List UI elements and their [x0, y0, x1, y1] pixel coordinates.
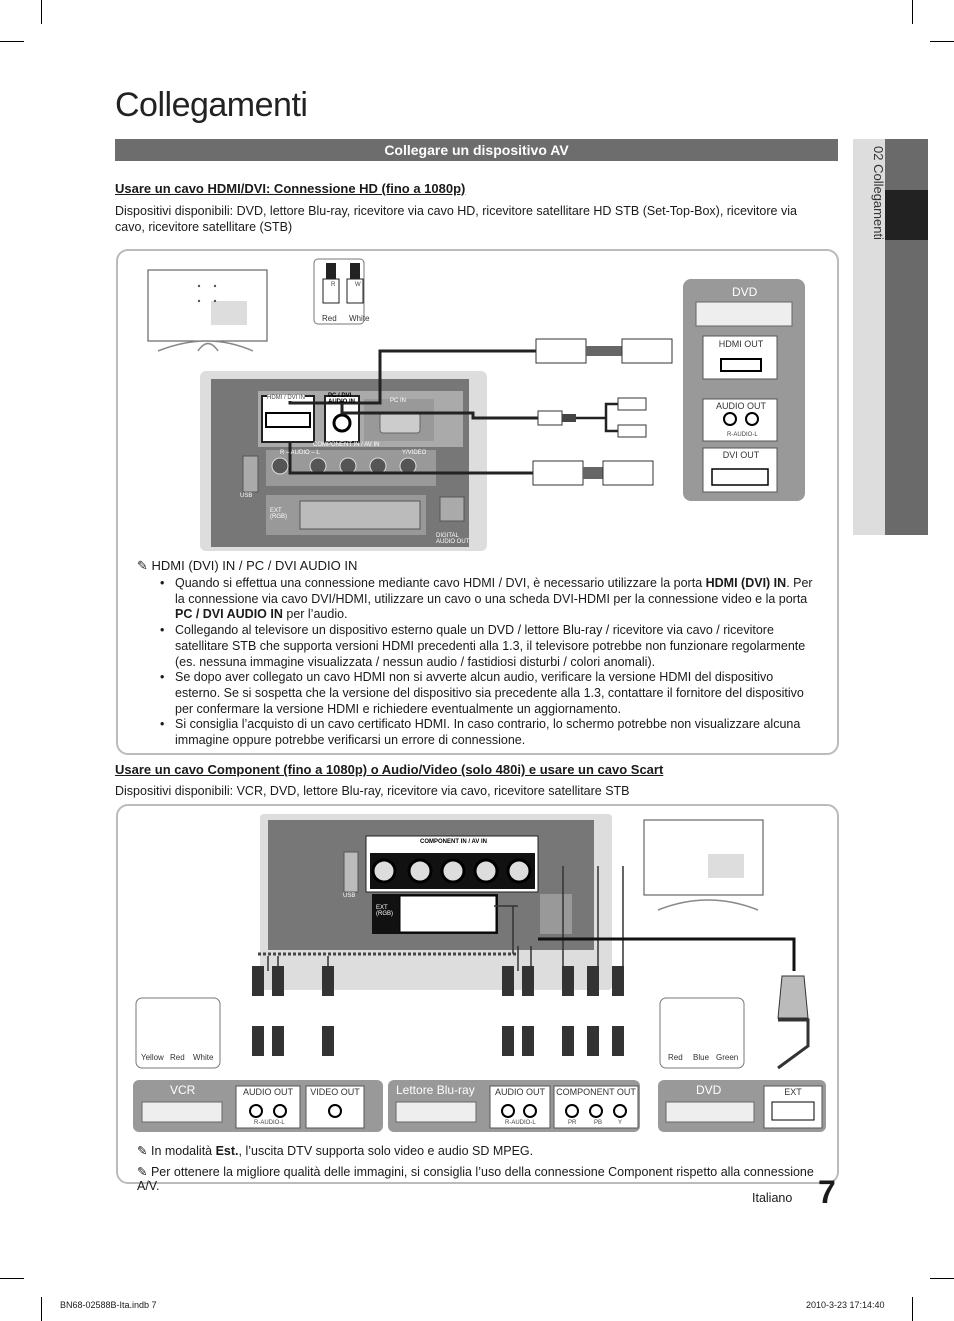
port-video-label-2: Y/VIDEO: [508, 847, 533, 853]
dvd-ext-label: EXT: [784, 1087, 802, 1097]
dvd-box: [683, 279, 805, 501]
cable-red-label: Red: [322, 314, 337, 323]
port-ext-label: EXT (RGB): [270, 508, 287, 520]
hdmi-diagram: [147, 258, 805, 551]
port-ext-label-2: EXT (RGB): [376, 905, 393, 917]
cable-white-label: White: [349, 314, 370, 323]
pencil-icon: ✎: [137, 558, 148, 573]
vcr-audio-out-label: AUDIO OUT: [242, 1087, 293, 1097]
pencil-icon: ✎: [137, 1144, 148, 1158]
vcr-label: VCR: [170, 1083, 196, 1097]
tv-screen: [147, 269, 268, 342]
bd-y-label: Y: [618, 1120, 623, 1126]
port-pc-audio-label: PC / DVI AUDIO IN: [328, 393, 355, 405]
bd-raudiol-label: R-AUDIO-L: [505, 1120, 536, 1126]
dvd-label: DVD: [732, 285, 758, 299]
note-heading-hdmi: ✎ HDMI (DVI) IN / PC / DVI AUDIO IN: [137, 558, 358, 573]
side-tab-marker: [885, 190, 928, 240]
port-audio-label: R – AUDIO – L: [280, 450, 320, 456]
crop-mark: [930, 41, 954, 42]
crop-mark: [930, 1278, 954, 1279]
section1-heading: Usare un cavo HDMI/DVI: Connessione HD (…: [115, 181, 466, 196]
section2-devices: Dispositivi disponibili: VCR, DVD, letto…: [115, 784, 630, 798]
legend-yellow: Yellow: [141, 1053, 164, 1062]
bd-audio-out-label: AUDIO OUT: [494, 1087, 545, 1097]
crop-mark: [0, 41, 24, 42]
port-digital-label: DIGITAL AUDIO OUT: [436, 533, 470, 545]
port-hdmi-label: HDMI / DVI IN: [267, 395, 306, 401]
vcr-video-out-label: VIDEO OUT: [310, 1087, 360, 1097]
bd-pb-label: PB: [594, 1120, 603, 1126]
cable-w-label: W: [355, 282, 361, 288]
footer-language: Italiano: [752, 1191, 793, 1205]
side-tab-label: 02 Collegamenti: [871, 146, 886, 240]
dvd-hdmi-out-label: HDMI OUT: [718, 339, 764, 349]
port-component-label-2: COMPONENT IN / AV IN: [420, 839, 488, 845]
port-pc-label: PC IN: [390, 398, 407, 404]
port-audio-label-2: R – AUDIO – L: [377, 847, 417, 853]
section-banner: Collegare un dispositivo AV: [115, 139, 838, 161]
note-est: ✎ In modalità Est., l’uscita DTV support…: [137, 1144, 534, 1158]
hdmi-bullet-list: Quando si effettua una connessione media…: [155, 576, 815, 749]
list-item: Collegando al televisore un dispositivo …: [155, 623, 815, 670]
dvd-label-2: DVD: [696, 1083, 722, 1097]
port-video-label: Y/VIDEO: [402, 450, 427, 456]
page-title: Collegamenti: [115, 86, 308, 124]
section2-heading: Usare un cavo Component (fino a 1080p) o…: [115, 762, 664, 777]
list-item: Se dopo aver collegato un cavo HDMI non …: [155, 670, 815, 717]
note-component: ✎ Per ottenere la migliore qualità delle…: [137, 1165, 814, 1193]
section1-devices: Dispositivi disponibili: DVD, lettore Bl…: [115, 204, 797, 234]
crop-mark: [0, 1278, 24, 1279]
footer-date: 2010-3-23 17:14:40: [806, 1300, 885, 1310]
legend-red-2: Red: [668, 1053, 683, 1062]
port-component-label: COMPONENT IN / AV IN: [313, 442, 380, 448]
list-item: Si consiglia l’acquisto di un cavo certi…: [155, 717, 815, 748]
port-usb-label: USB: [240, 493, 253, 499]
bd-component-out-label: COMPONENT OUT: [556, 1087, 636, 1097]
component-diagram: [133, 814, 826, 1132]
legend-blue: Blue: [693, 1053, 710, 1062]
pencil-icon: ✎: [137, 1165, 148, 1179]
crop-mark: [912, 1297, 913, 1321]
cable-r-label: R: [331, 282, 336, 288]
side-tab: [853, 139, 885, 535]
list-item: Quando si effettua una connessione media…: [155, 576, 815, 623]
crop-mark: [912, 0, 913, 24]
footer-file: BN68-02588B-Ita.indb 7: [60, 1300, 157, 1310]
bd-label: Lettore Blu-ray: [396, 1083, 475, 1097]
bd-pr-label: PR: [568, 1120, 577, 1126]
dvd-raudiol-label: R-AUDIO-L: [727, 432, 758, 438]
legend-green: Green: [716, 1053, 739, 1062]
legend-white: White: [193, 1053, 214, 1062]
legend-red: Red: [170, 1053, 185, 1062]
crop-mark: [41, 1297, 42, 1321]
port-usb-label-2: USB: [343, 893, 356, 899]
dvd-audio-out-label: AUDIO OUT: [715, 401, 766, 411]
vcr-raudiol-label: R-AUDIO-L: [254, 1120, 285, 1126]
dvd-dvi-out-label: DVI OUT: [722, 450, 760, 460]
crop-mark: [41, 0, 42, 24]
page-number: 7: [818, 1174, 836, 1210]
